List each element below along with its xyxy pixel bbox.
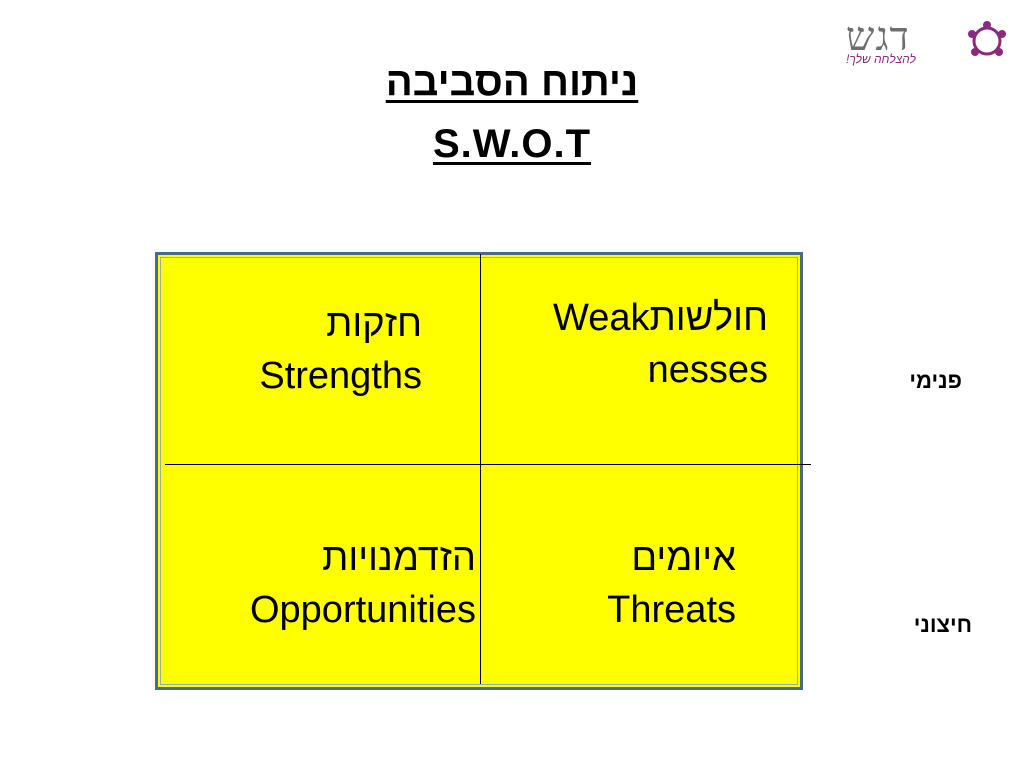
threats-cell: איומים Threats bbox=[488, 532, 736, 636]
strengths-cell: חזקות Strengths bbox=[170, 298, 422, 402]
page-title-english: S.W.O.T bbox=[432, 122, 592, 166]
page-title-hebrew: ניתוח הסביבה bbox=[385, 60, 639, 104]
logo: דגש להצלחה שלך! bbox=[838, 14, 1008, 70]
external-label: חיצוני bbox=[913, 612, 972, 637]
grid-vertical-divider bbox=[480, 254, 481, 684]
strengths-hebrew: חזקות bbox=[326, 303, 422, 345]
weaknesses-line2: nesses bbox=[647, 349, 768, 391]
logo-name: דגש bbox=[846, 14, 910, 60]
swot-grid-inner-border bbox=[160, 257, 798, 685]
threats-english: Threats bbox=[607, 589, 736, 631]
grid-horizontal-divider bbox=[165, 464, 811, 465]
threats-hebrew: איומים bbox=[631, 537, 736, 579]
weaknesses-line1: חולשותWeak bbox=[553, 297, 768, 339]
weaknesses-cell: חולשותWeak nesses bbox=[488, 292, 768, 396]
opportunities-english: Opportunities bbox=[249, 589, 476, 631]
strengths-english: Strengths bbox=[259, 355, 422, 397]
swot-grid bbox=[155, 252, 803, 690]
opportunities-hebrew: הזדמנויות bbox=[322, 537, 476, 579]
opportunities-cell: הזדמנויות Opportunities bbox=[170, 532, 476, 636]
internal-label: פנימי bbox=[909, 368, 962, 393]
people-circle-icon bbox=[968, 21, 1006, 56]
logo-tagline: להצלחה שלך! bbox=[846, 52, 916, 66]
